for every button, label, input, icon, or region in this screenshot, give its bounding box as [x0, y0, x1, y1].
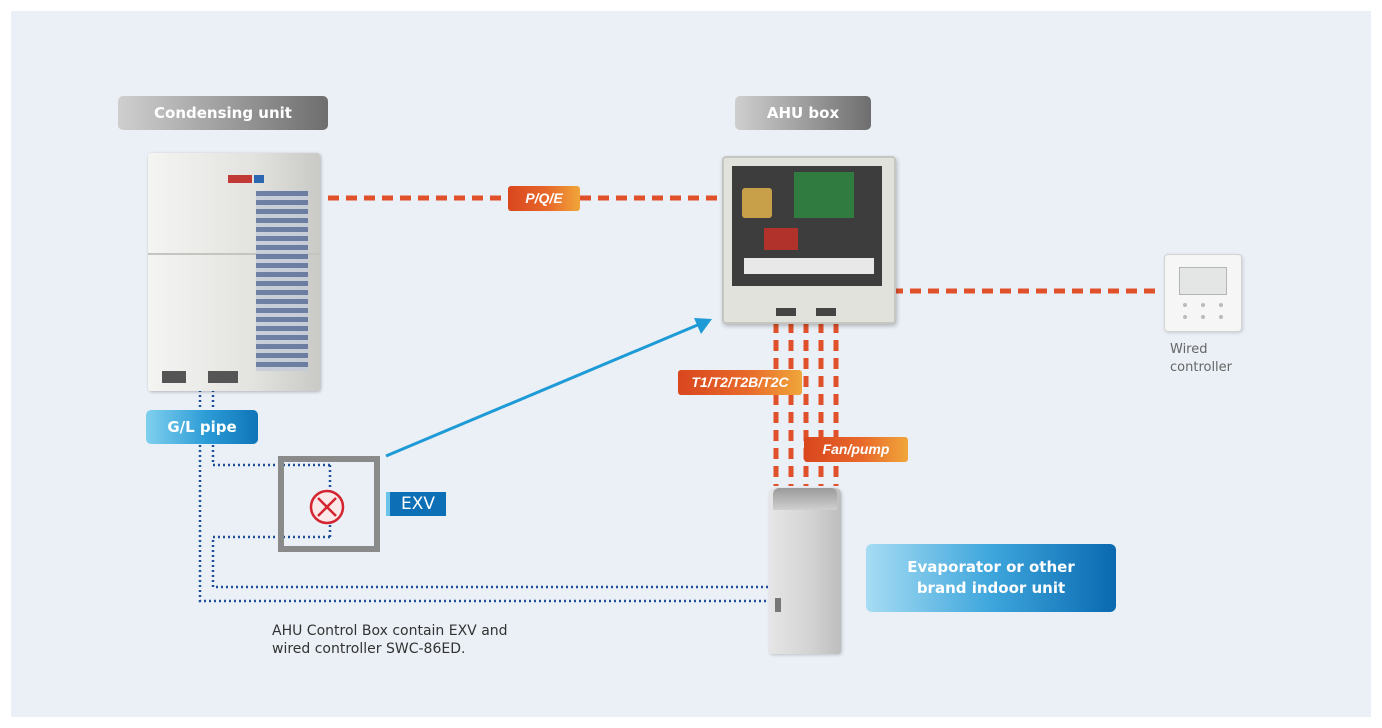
pqe-tag: P/Q/E	[508, 186, 580, 211]
footnote-line1: AHU Control Box contain EXV and	[272, 623, 508, 639]
condensing-unit-label: Condensing unit	[118, 96, 328, 130]
evaporator-label: Evaporator or other brand indoor unit	[866, 544, 1116, 612]
condensing-unit-image	[148, 153, 320, 391]
fan-pump-tag: Fan/pump	[804, 437, 908, 462]
exv-valve-icon	[309, 489, 345, 525]
exv-label: EXV	[386, 492, 446, 516]
ahu-box-image	[722, 156, 896, 324]
sensor-tag: T1/T2/T2B/T2C	[678, 370, 802, 395]
gl-pipe-label: G/L pipe	[146, 410, 258, 444]
arrow-icon	[385, 318, 712, 458]
evaporator-label-line2: brand indoor unit	[916, 579, 1066, 597]
wired-controller-image	[1164, 254, 1242, 332]
footnote-caption: AHU Control Box contain EXV and wired co…	[272, 622, 508, 658]
liquid-pipe-to-valve	[198, 375, 770, 603]
exv-frame	[278, 456, 380, 552]
valve-out-pipe	[211, 535, 770, 589]
wired-controller-caption: Wired controller	[1170, 341, 1240, 377]
wired-controller-caption-text: Wired controller	[1170, 342, 1233, 375]
footnote-line2: wired controller SWC-86ED.	[272, 641, 466, 657]
gas-pipe	[211, 375, 330, 467]
evaporator-unit-image	[769, 488, 841, 654]
evaporator-label-line1: Evaporator or other	[907, 558, 1075, 576]
ahu-box-label: AHU box	[735, 96, 871, 130]
